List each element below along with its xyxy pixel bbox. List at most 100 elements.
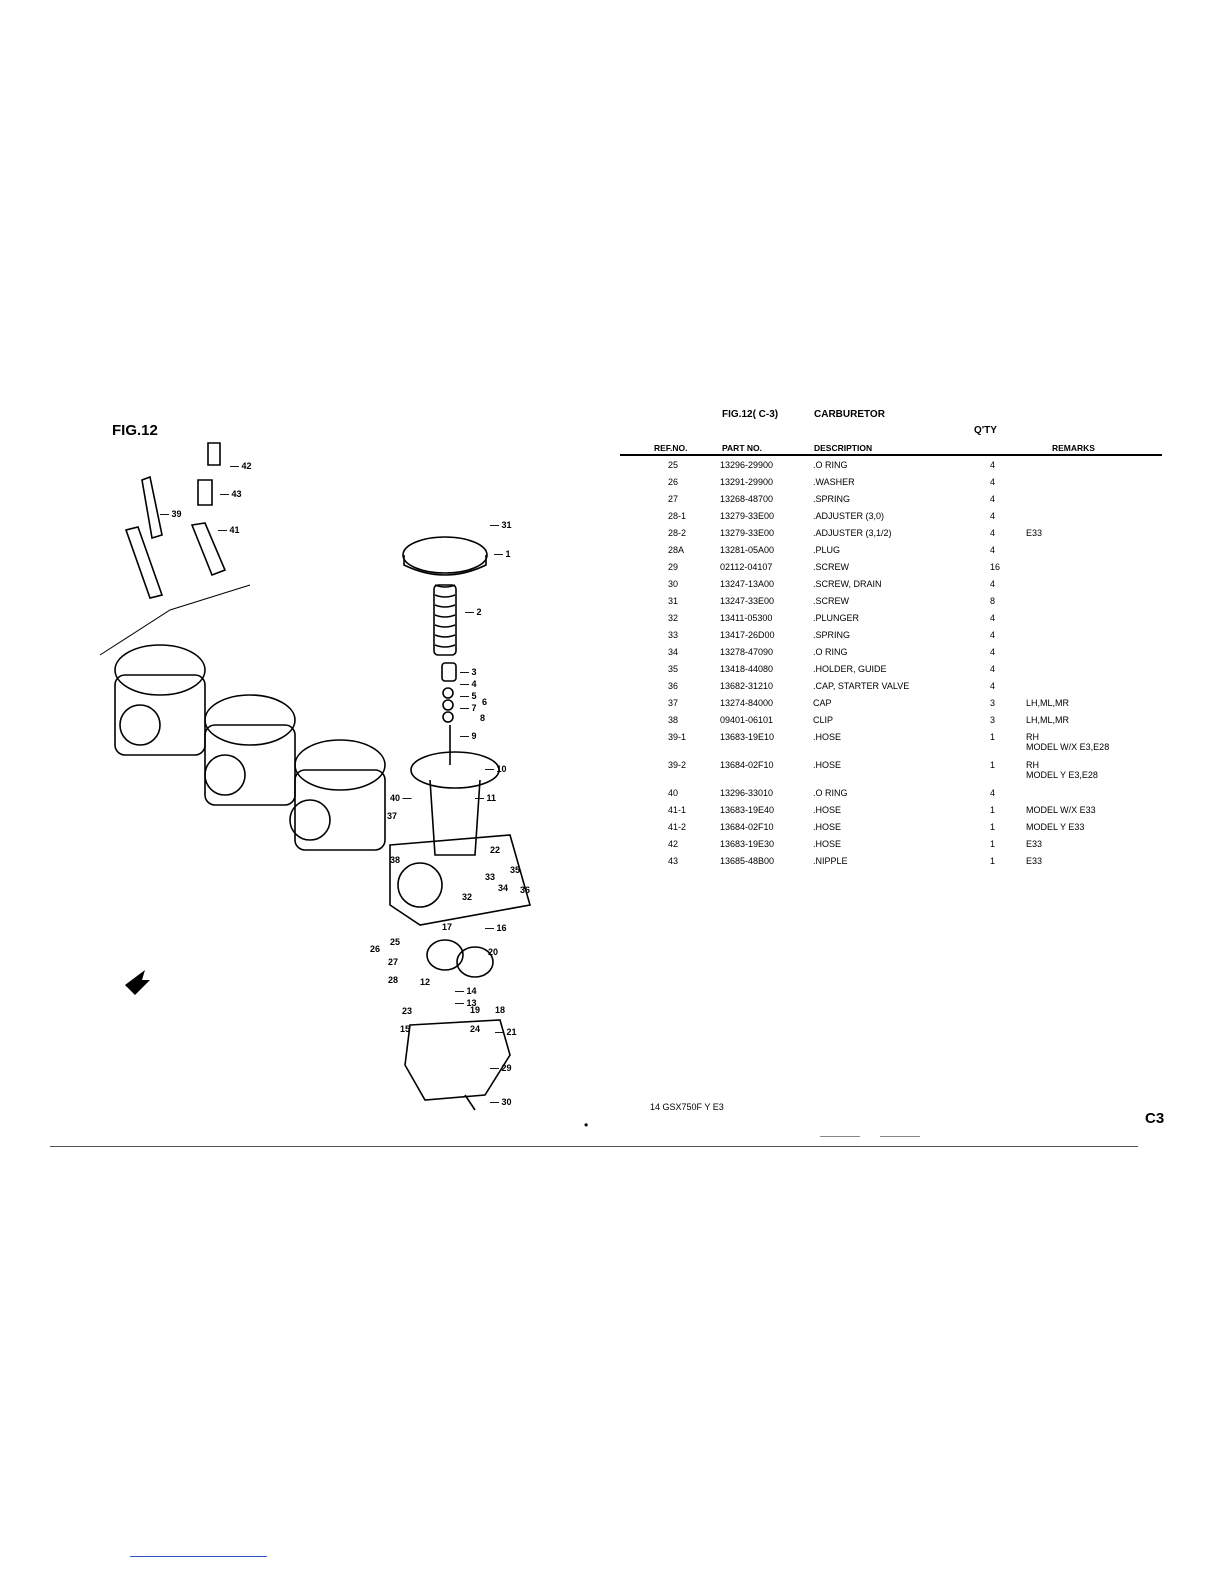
svg-text:— 39: — 39 [160,509,182,519]
description-header: DESCRIPTION [814,443,873,453]
top-cover [402,536,488,574]
part-no-cell: 13247-33E00 [720,596,775,606]
ref-cell: 36 [668,681,679,691]
ref-cell: 27 [668,494,679,504]
svg-text:34: 34 [498,883,508,893]
svg-text:— 42: — 42 [230,461,252,471]
carb-main-body [389,834,532,926]
qty-cell: 1 [990,805,996,815]
qty-cell: 8 [990,596,996,606]
svg-text:— 7: — 7 [460,703,477,713]
hose-39 [141,475,163,540]
svg-text:12: 12 [420,977,430,987]
qty-cell: 1 [990,760,996,770]
front-arrow-icon [125,970,150,995]
qty-cell: 4 [990,681,996,691]
ref-cell: 28-2 [668,528,687,538]
part-no-cell: 13296-29900 [720,460,774,470]
part-no-cell: 13296-33010 [720,788,774,798]
ref-cell: 25 [668,460,679,470]
part-no-cell: 13684-02F10 [720,822,774,832]
svg-text:6: 6 [482,697,487,707]
faint-rule-1 [820,1136,860,1137]
description-cell: .HOSE [813,805,842,815]
description-cell: .SPRING [813,494,851,504]
svg-text:— 3: — 3 [460,667,477,677]
ref-cell: 28-1 [668,511,687,521]
description-cell: .HOSE [813,839,842,849]
nipple-43 [197,479,213,506]
qty-cell: 1 [990,856,996,866]
description-cell: .ADJUSTER (3,1/2) [813,528,892,538]
part-no-header: PART NO. [722,443,762,453]
float-17 [426,939,464,971]
description-cell: .NIPPLE [813,856,848,866]
ref-cell: 35 [668,664,679,674]
svg-text:33: 33 [485,872,495,882]
bottom-rule [50,1146,1138,1147]
svg-text:8: 8 [480,713,485,723]
carburetor-exploded-diagram: — 42— 43 — 39— 41 — 31— 1 — 2— 3 — 4— 5 … [99,442,532,1111]
qty-cell: 4 [990,579,996,589]
hose-42 [207,442,221,466]
hose-39-lower [124,526,164,599]
part-no-cell: 13274-84000 [720,698,774,708]
remarks-cell: E33 [1026,839,1043,849]
ref-cell: 37 [668,698,679,708]
svg-text:36: 36 [520,885,530,895]
table-row: 35 13418-44080 .HOLDER, GUIDE 4 [0,664,1224,681]
ref-cell: 26 [668,477,679,487]
ref-cell: 31 [668,596,679,606]
description-cell: .SCREW [813,562,849,572]
qty-cell: 16 [990,562,1001,572]
remarks-cell: E33 [1026,528,1043,538]
svg-text:— 14: — 14 [455,986,477,996]
qty-cell: 1 [990,732,996,742]
description-cell: .WASHER [813,477,855,487]
qty-cell: 4 [990,664,996,674]
description-cell: .HOSE [813,732,842,742]
figure-title: CARBURETOR [814,409,885,420]
needle-holder [441,662,457,682]
figure-code: FIG.12( C-3) [722,409,779,420]
carb-body-1 [114,644,206,756]
part-no-cell: 13684-02F10 [720,760,774,770]
part-no-cell: 13682-31210 [720,681,774,691]
part-no-cell: 13247-13A00 [720,579,775,589]
description-cell: .PLUNGER [813,613,860,623]
description-cell: .HOLDER, GUIDE [813,664,887,674]
ref-cell: 43 [668,856,679,866]
svg-text:22: 22 [490,845,500,855]
link-underline[interactable] [130,1556,267,1557]
svg-text:— 5: — 5 [460,691,477,701]
ref-cell: 40 [668,788,679,798]
ref-no-header: REF.NO. [654,443,688,453]
qty-cell: 4 [990,494,996,504]
remarks-cell: RH MODEL W/X E3,E28 [1026,732,1110,752]
remarks-cell: LH,ML,MR [1026,715,1070,725]
svg-text:18: 18 [495,1005,505,1015]
part-no-cell: 13683-19E10 [720,732,775,742]
ref-cell: 29 [668,562,679,572]
svg-text:32: 32 [462,892,472,902]
remarks-cell: E33 [1026,856,1043,866]
remarks-header: REMARKS [1052,443,1095,453]
figure-label: FIG.12 [112,422,158,439]
part-no-cell: 13418-44080 [720,664,774,674]
description-cell: .PLUG [813,545,841,555]
description-cell: .O RING [813,788,848,798]
description-cell: .SPRING [813,630,851,640]
part-no-cell: 13279-33E00 [720,511,775,521]
